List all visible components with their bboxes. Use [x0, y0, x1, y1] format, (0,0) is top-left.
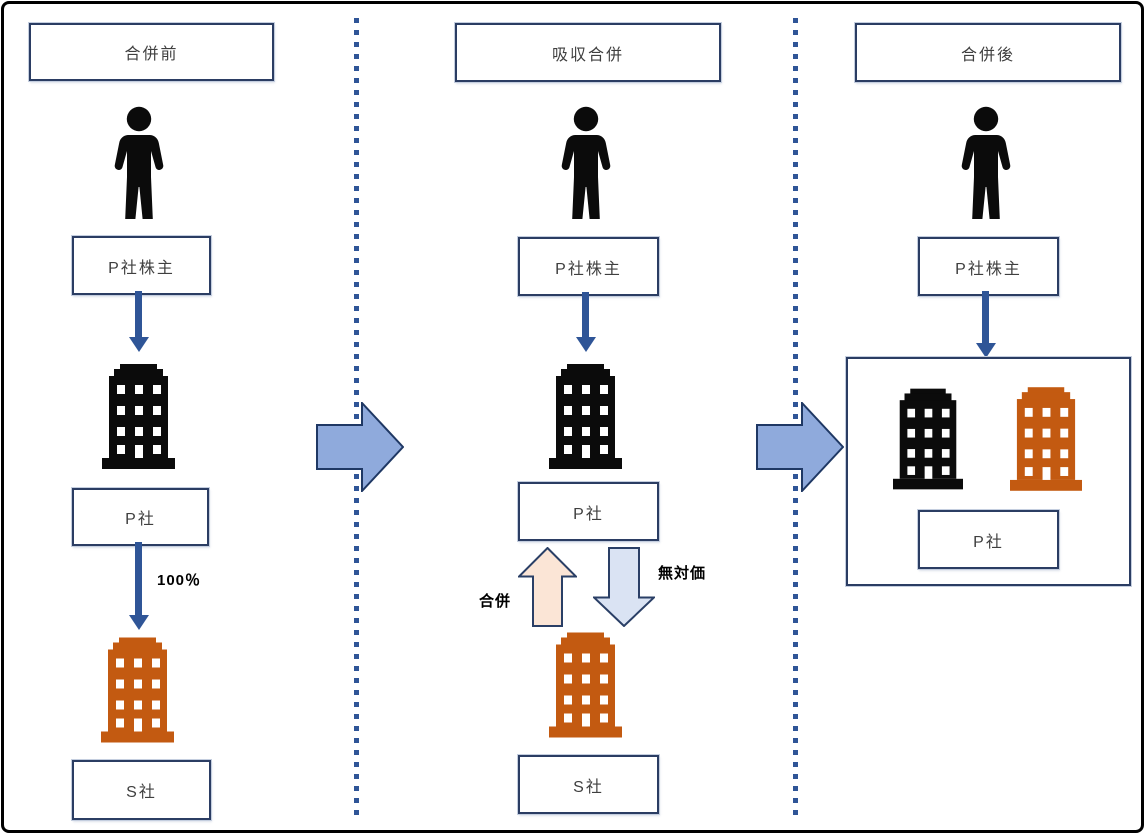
divider-dotted-line-2: [793, 18, 798, 822]
no-consideration-label: 無対価: [658, 565, 707, 582]
before-shareholder-box: P社株主: [72, 236, 211, 295]
arrow-down-icon: [128, 291, 149, 352]
building-icon-orange: [101, 637, 174, 743]
merger-parent-box: P社: [518, 482, 659, 541]
ownership-percentage-label: 100％: [157, 572, 202, 589]
merger-subsidiary-box: S社: [518, 755, 659, 814]
building-icon-black: [102, 364, 175, 469]
building-icon-black: [893, 386, 963, 492]
after-shareholder-label: P社株主: [955, 260, 1022, 278]
merger-parent-label: P社: [573, 505, 604, 523]
before-parent-label: P社: [125, 511, 156, 528]
divider-dotted-line-1: [354, 18, 359, 822]
merger-subsidiary-label: S社: [573, 778, 604, 796]
before-subsidiary-label: S社: [126, 784, 157, 801]
merger-arrow-label: 合併: [479, 593, 512, 610]
before-parent-box: P社: [72, 488, 209, 546]
before-title: 合併前: [124, 46, 179, 63]
big-arrow-right-icon: [316, 402, 404, 492]
building-icon-orange: [549, 632, 622, 738]
after-surviving-label: P社: [973, 533, 1004, 551]
building-icon-black: [549, 364, 622, 469]
big-arrow-right-icon: [756, 402, 844, 492]
person-icon: [556, 106, 616, 220]
after-surviving-label-box: P社: [918, 510, 1059, 569]
person-icon: [956, 106, 1016, 220]
merger-title-box: 吸収合併: [455, 23, 721, 82]
merger-title: 吸収合併: [551, 46, 624, 64]
before-shareholder-label: P社株主: [108, 259, 175, 277]
after-title-box: 合併後: [855, 23, 1121, 82]
no-consideration-down-arrow-icon: [593, 547, 655, 627]
arrow-down-icon: [575, 292, 596, 352]
before-subsidiary-box: S社: [72, 760, 211, 820]
arrow-down-icon: [975, 291, 996, 358]
person-icon: [109, 106, 169, 220]
building-icon-orange: [1010, 386, 1082, 492]
after-title: 合併後: [960, 46, 1015, 64]
before-title-box: 合併前: [29, 23, 274, 81]
merger-shareholder-box: P社株主: [518, 237, 659, 296]
merger-shareholder-label: P社株主: [555, 260, 622, 278]
arrow-down-icon: [128, 542, 149, 630]
after-shareholder-box: P社株主: [918, 237, 1059, 296]
merger-up-arrow-icon: [518, 547, 577, 627]
